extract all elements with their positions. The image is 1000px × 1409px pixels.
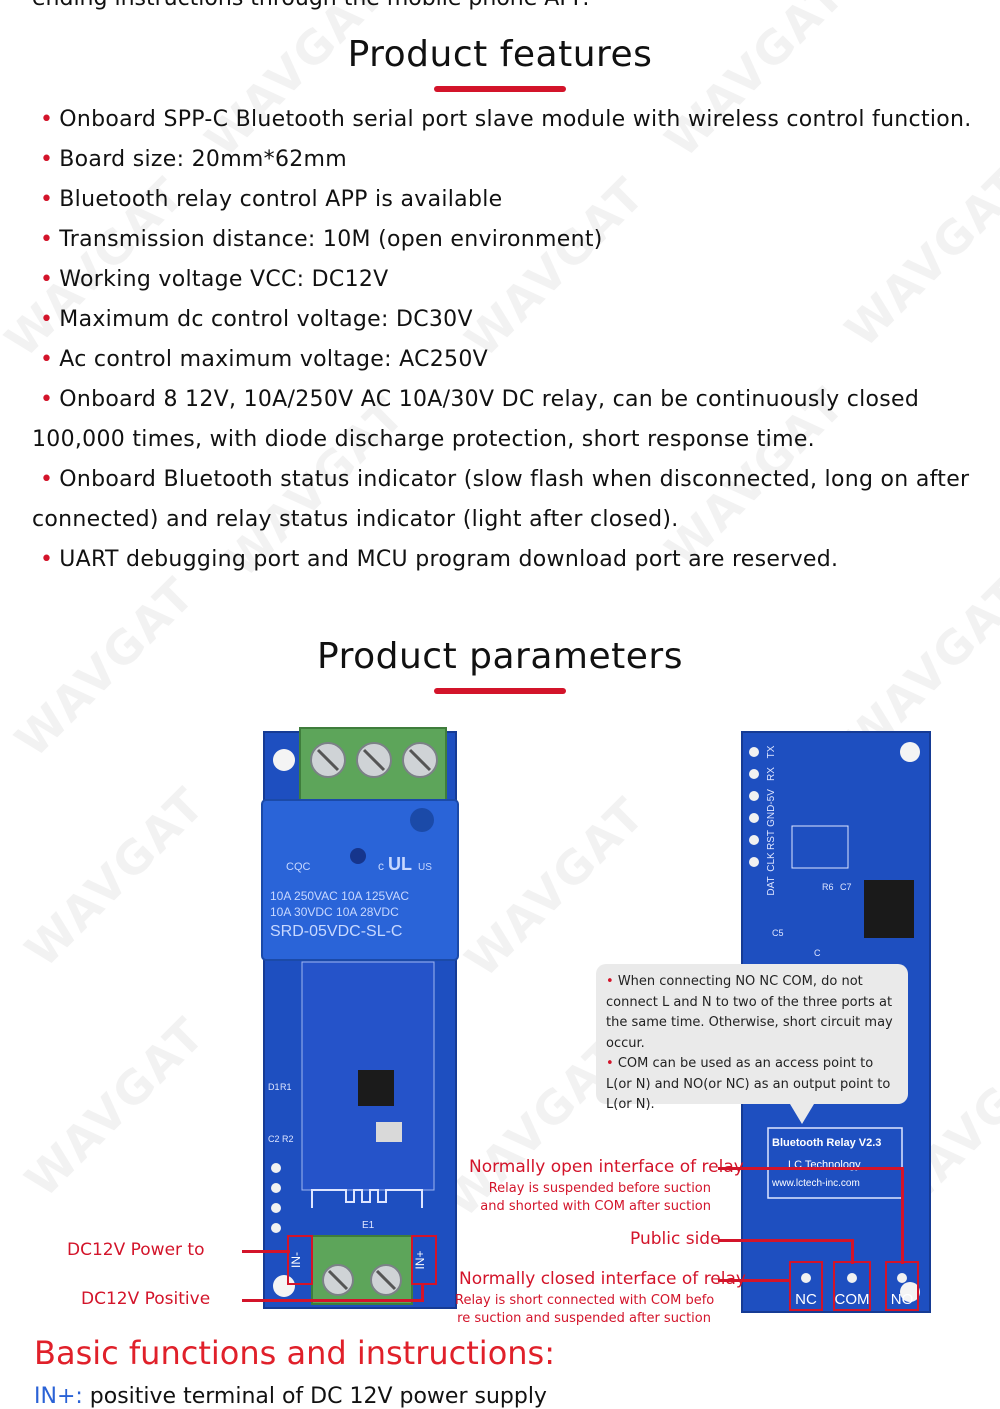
basic-functions-title: Basic functions and instructions: [34,1334,555,1372]
feature-item: •UART debugging port and MCU program dow… [40,547,839,572]
callout-line [421,1285,424,1302]
silk-r1: R1 [280,1082,292,1092]
terminal-label-nc: NC [795,1291,817,1308]
header-label-rst: RST [766,830,777,850]
header-label-gnd5v: GND-5V [766,789,777,827]
relay-rating-line-1: 10A 250VAC 10A 125VAC [270,889,409,903]
callout-line [242,1299,424,1302]
feature-item: •Board size: 20mm*62mm [40,147,348,172]
callout-line [851,1239,854,1264]
silk-r2: R2 [282,1134,294,1144]
pin-label-in-plus: IN+ [413,1250,427,1269]
header-label-dat: DAT [766,876,777,895]
silk-c: C [814,948,821,958]
callout-normally-closed-desc: Relay is short connected with COM befo r… [455,1293,715,1326]
terminal-label-no: NO [891,1291,914,1308]
silk-r6: R6 [822,882,834,892]
callout-dc12v-power: DC12V Power to [67,1240,205,1260]
relay-board-front: CQC c UL US 10A 250VAC 10A 125VAC 10A 30… [261,727,459,1309]
watermark-text: WAVGAT [454,786,656,988]
silk-c7: C7 [840,882,852,892]
relay-cert-c: c [378,859,384,873]
feature-item: •Bluetooth relay control APP is availabl… [40,187,503,212]
callout-line [242,1250,290,1253]
header-label-tx: TX [766,745,777,758]
header-label-rx: RX [766,767,777,781]
silk-c2: C2 [268,1134,280,1144]
header-label-clk: CLK [766,852,777,872]
parameters-title-underline [434,688,566,694]
callout-line [718,1167,904,1170]
callout-normally-open-desc: Relay is suspended before suction and sh… [480,1181,711,1214]
callout-line [718,1239,854,1242]
callout-dc12v-positive: DC12V Positive [81,1289,211,1309]
feature-item: •Onboard Bluetooth status indicator (slo… [32,467,970,532]
feature-item: •Ac control maximum voltage: AC250V [40,347,488,372]
silk-e1: E1 [362,1220,375,1231]
callout-line [901,1167,904,1264]
relay-cert-cqc: CQC [286,861,311,873]
feature-item: •Onboard 8 12V, 10A/250V AC 10A/30V DC r… [32,387,920,452]
pin-label-in-minus: IN- [289,1252,303,1268]
relay-model: SRD-05VDC-SL-C [270,923,402,940]
feature-item: •Onboard SPP-C Bluetooth serial port sla… [40,107,972,132]
relay-cert-us: US [418,862,432,873]
top-cut-text: ending instructions through the mobile p… [32,0,589,11]
brand-line-3: www.lctech-inc.com [771,1178,860,1189]
features-title: Product features [347,34,653,75]
callout-line [718,1279,790,1282]
warning-note: • When connecting NO NC COM, do not conn… [596,964,908,1112]
silk-d1: D1 [268,1082,280,1092]
features-title-underline [434,86,566,92]
features-list: •Onboard SPP-C Bluetooth serial port sla… [32,100,977,580]
note-item: • COM can be used as an access point to … [606,1056,891,1112]
callout-normally-open: Normally open interface of relay [469,1157,744,1177]
watermark-text: WAVGAT [14,776,216,978]
note-pointer [790,1104,814,1124]
feature-item: •Maximum dc control voltage: DC30V [40,307,473,332]
note-item: • When connecting NO NC COM, do not conn… [606,974,893,1051]
relay-rating-line-2: 10A 30VDC 10A 28VDC [270,905,399,919]
silk-c5: C5 [772,928,784,938]
watermark-text: WAVGAT [14,1006,216,1208]
feature-item: •Working voltage VCC: DC12V [40,267,389,292]
brand-line-1: Bluetooth Relay V2.3 [772,1137,881,1149]
terminal-label-com: COM [835,1291,870,1308]
callout-public-side: Public side [630,1229,721,1249]
parameters-title: Product parameters [317,636,683,677]
feature-item: •Transmission distance: 10M (open enviro… [40,227,603,252]
callout-normally-closed: Normally closed interface of relay [459,1269,746,1289]
basic-cut-line: IN+: positive terminal of DC 12V power s… [34,1384,547,1409]
relay-cert-ul: UL [388,854,412,874]
